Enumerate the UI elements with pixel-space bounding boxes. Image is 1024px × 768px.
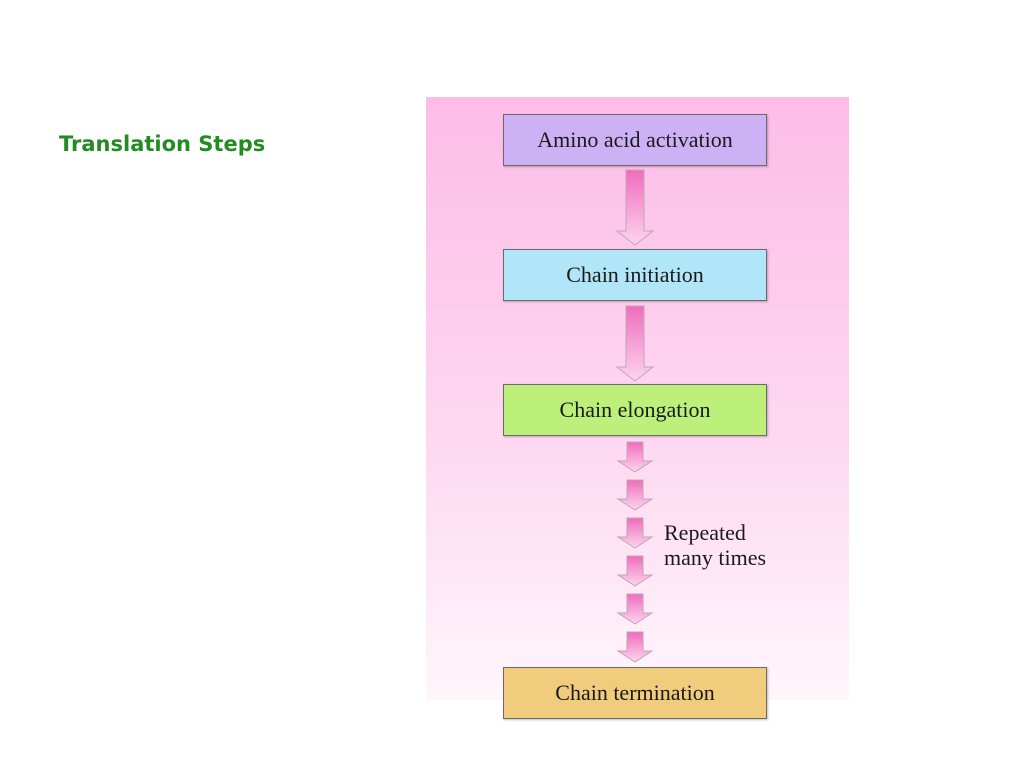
down-arrow-icon (615, 305, 655, 382)
step-chain-initiation: Chain initiation (503, 249, 767, 301)
slide-title: Translation Steps (59, 132, 266, 156)
down-arrow-icon (616, 441, 654, 473)
repeat-note: Repeated many times (664, 520, 766, 570)
step-chain-elongation: Chain elongation (503, 384, 767, 436)
step-amino-acid-activation: Amino acid activation (503, 114, 767, 166)
down-arrow-icon (616, 555, 654, 587)
down-arrow-icon (616, 593, 654, 625)
repeat-note-line-1: Repeated (664, 520, 746, 545)
down-arrow-icon (616, 631, 654, 663)
down-arrow-icon (616, 517, 654, 549)
down-arrow-icon (615, 169, 655, 246)
repeat-note-line-2: many times (664, 545, 767, 570)
step-chain-termination: Chain termination (503, 667, 767, 719)
down-arrow-icon (616, 479, 654, 511)
